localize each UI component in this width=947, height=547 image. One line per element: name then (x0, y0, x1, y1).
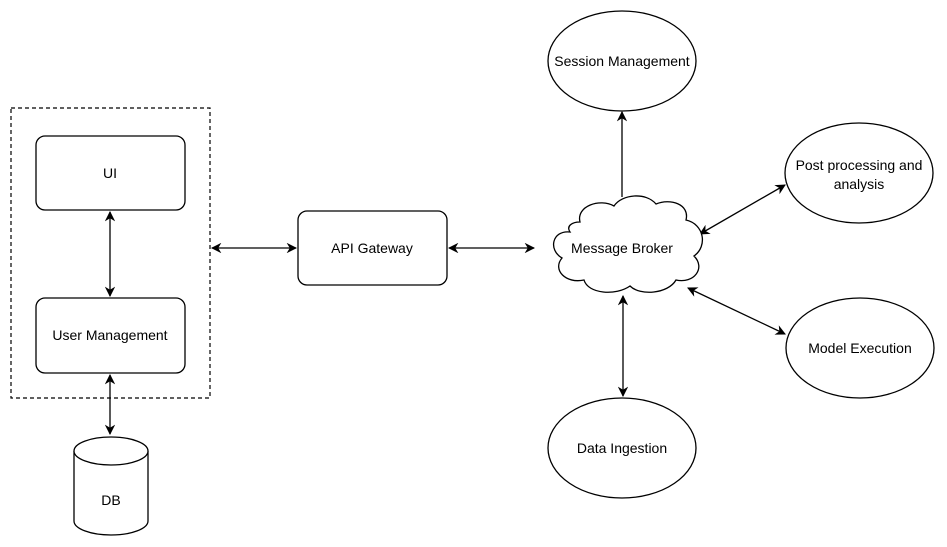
ui-label: UI (103, 165, 117, 181)
message-broker-label: Message Broker (571, 240, 673, 256)
db-label: DB (101, 492, 120, 508)
model-execution-label: Model Execution (808, 340, 912, 356)
api-gateway-node[interactable]: API Gateway (297, 210, 448, 286)
edge-broker-post-processing (699, 184, 786, 235)
user-management-label: User Management (52, 327, 167, 343)
model-execution-node[interactable]: Model Execution (785, 297, 935, 399)
post-processing-label-line2: analysis (834, 176, 885, 192)
api-gateway-label: API Gateway (331, 240, 413, 256)
edge-broker-model-execution (687, 287, 786, 335)
data-ingestion-label: Data Ingestion (577, 440, 667, 456)
post-processing-label-line1: Post processing and (796, 157, 923, 173)
user-management-node[interactable]: User Management (35, 297, 186, 374)
post-processing-node[interactable]: Post processing and analysis (784, 122, 934, 224)
session-management-node[interactable]: Session Management (547, 10, 697, 112)
ui-node[interactable]: UI (35, 135, 186, 211)
db-node[interactable]: DB (73, 436, 149, 536)
data-ingestion-node[interactable]: Data Ingestion (547, 397, 697, 499)
session-management-label: Session Management (554, 53, 690, 69)
message-broker-node[interactable]: Message Broker (552, 195, 704, 293)
